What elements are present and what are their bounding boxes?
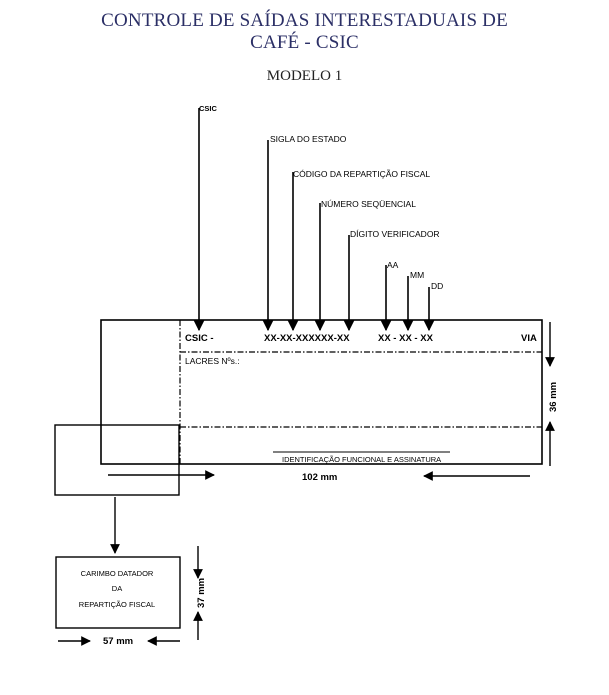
stamp-line-3: REPARTIÇÃO FISCAL (79, 600, 155, 609)
label-dd: DD (431, 281, 443, 291)
stamp-line-1: CARIMBO DATADOR (81, 569, 154, 578)
label-codigo: CÓDIGO DA REPARTIÇÃO FISCAL (293, 169, 430, 179)
width-stamp-label: 57 mm (103, 636, 133, 647)
title-block: CONTROLE DE SAÍDAS INTERESTADUAIS DE CAF… (0, 10, 609, 85)
main-form-outline (100, 319, 543, 465)
label-numero: NÚMERO SEQÜENCIAL (321, 199, 416, 209)
label-mm: MM (410, 270, 424, 280)
height-main-label: 36 mm (548, 382, 559, 412)
form-date-format: XX - XX - XX (378, 333, 434, 344)
label-digito: DÍGITO VERIFICADOR (350, 229, 440, 239)
height-stamp-label: 37 mm (196, 578, 207, 608)
label-aa: AA (387, 260, 399, 270)
form-dashed-lines (179, 320, 542, 464)
stamp-box (55, 556, 181, 629)
form-ident: IDENTIFICAÇÃO FUNCIONAL E ASSINATURA (282, 455, 441, 464)
label-sigla: SIGLA DO ESTADO (270, 134, 347, 144)
label-csic-top: CSIC (199, 104, 218, 113)
form-lacres: LACRES Nºs.: (185, 356, 240, 366)
title-line-1: CONTROLE DE SAÍDAS INTERESTADUAIS DE (101, 10, 508, 31)
form-via: VIA (521, 333, 537, 344)
form-code-format: XX-XX-XXXXXX-XX (264, 333, 350, 344)
stamp-line-2: DA (112, 584, 122, 593)
title-line-2: CAFÉ - CSIC (250, 32, 359, 53)
model-label: MODELO 1 (266, 68, 343, 84)
form-csic-prefix: CSIC - (185, 333, 214, 344)
overlap-box (54, 424, 180, 496)
callout-leaders (193, 108, 435, 332)
width-main-label: 102 mm (302, 472, 337, 483)
